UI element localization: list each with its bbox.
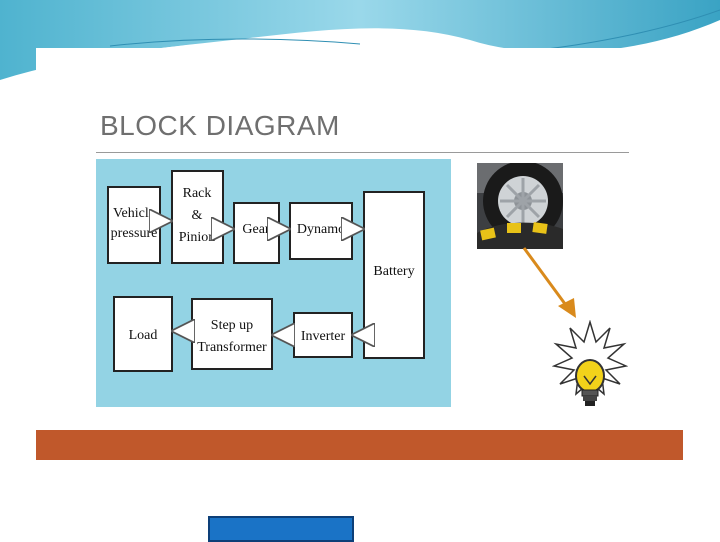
block-diagram: Vehicle pressure Rack & Pinion Gear Dyna… xyxy=(107,170,425,372)
block-step-up-transformer-line1: Step up xyxy=(211,318,253,333)
block-load: Load xyxy=(113,296,173,372)
block-dynamo-label: Dynamo xyxy=(297,222,345,237)
footer-bar xyxy=(36,430,683,460)
block-rack-pinion: Rack & Pinion xyxy=(171,170,224,264)
tire-on-speed-breaker-icon xyxy=(477,163,563,249)
title-divider xyxy=(96,152,629,153)
block-rack-pinion-line1: Rack xyxy=(183,186,212,201)
block-gear-label: Gear xyxy=(242,222,270,237)
block-load-label: Load xyxy=(129,328,158,343)
block-gear: Gear xyxy=(233,202,280,264)
light-bulb-icon xyxy=(552,320,628,406)
block-rack-pinion-line3: Pinion xyxy=(179,230,216,245)
block-inverter-label: Inverter xyxy=(301,329,346,344)
block-battery: Battery xyxy=(363,191,425,359)
block-rack-pinion-line2: & xyxy=(192,208,203,223)
block-vehicle-pressure-line1: Vehicle xyxy=(113,206,155,221)
block-inverter: Inverter xyxy=(293,312,353,358)
navigation-button[interactable] xyxy=(208,516,354,542)
slide-title: BLOCK DIAGRAM xyxy=(100,110,340,141)
block-vehicle-pressure: Vehicle pressure xyxy=(107,186,161,264)
block-battery-label: Battery xyxy=(373,264,414,279)
block-vehicle-pressure-line2: pressure xyxy=(111,226,158,241)
block-dynamo: Dynamo xyxy=(289,202,353,260)
block-step-up-transformer-line2: Transformer xyxy=(197,340,267,355)
arrow-icon xyxy=(522,247,576,318)
block-step-up-transformer: Step up Transformer xyxy=(191,298,273,370)
